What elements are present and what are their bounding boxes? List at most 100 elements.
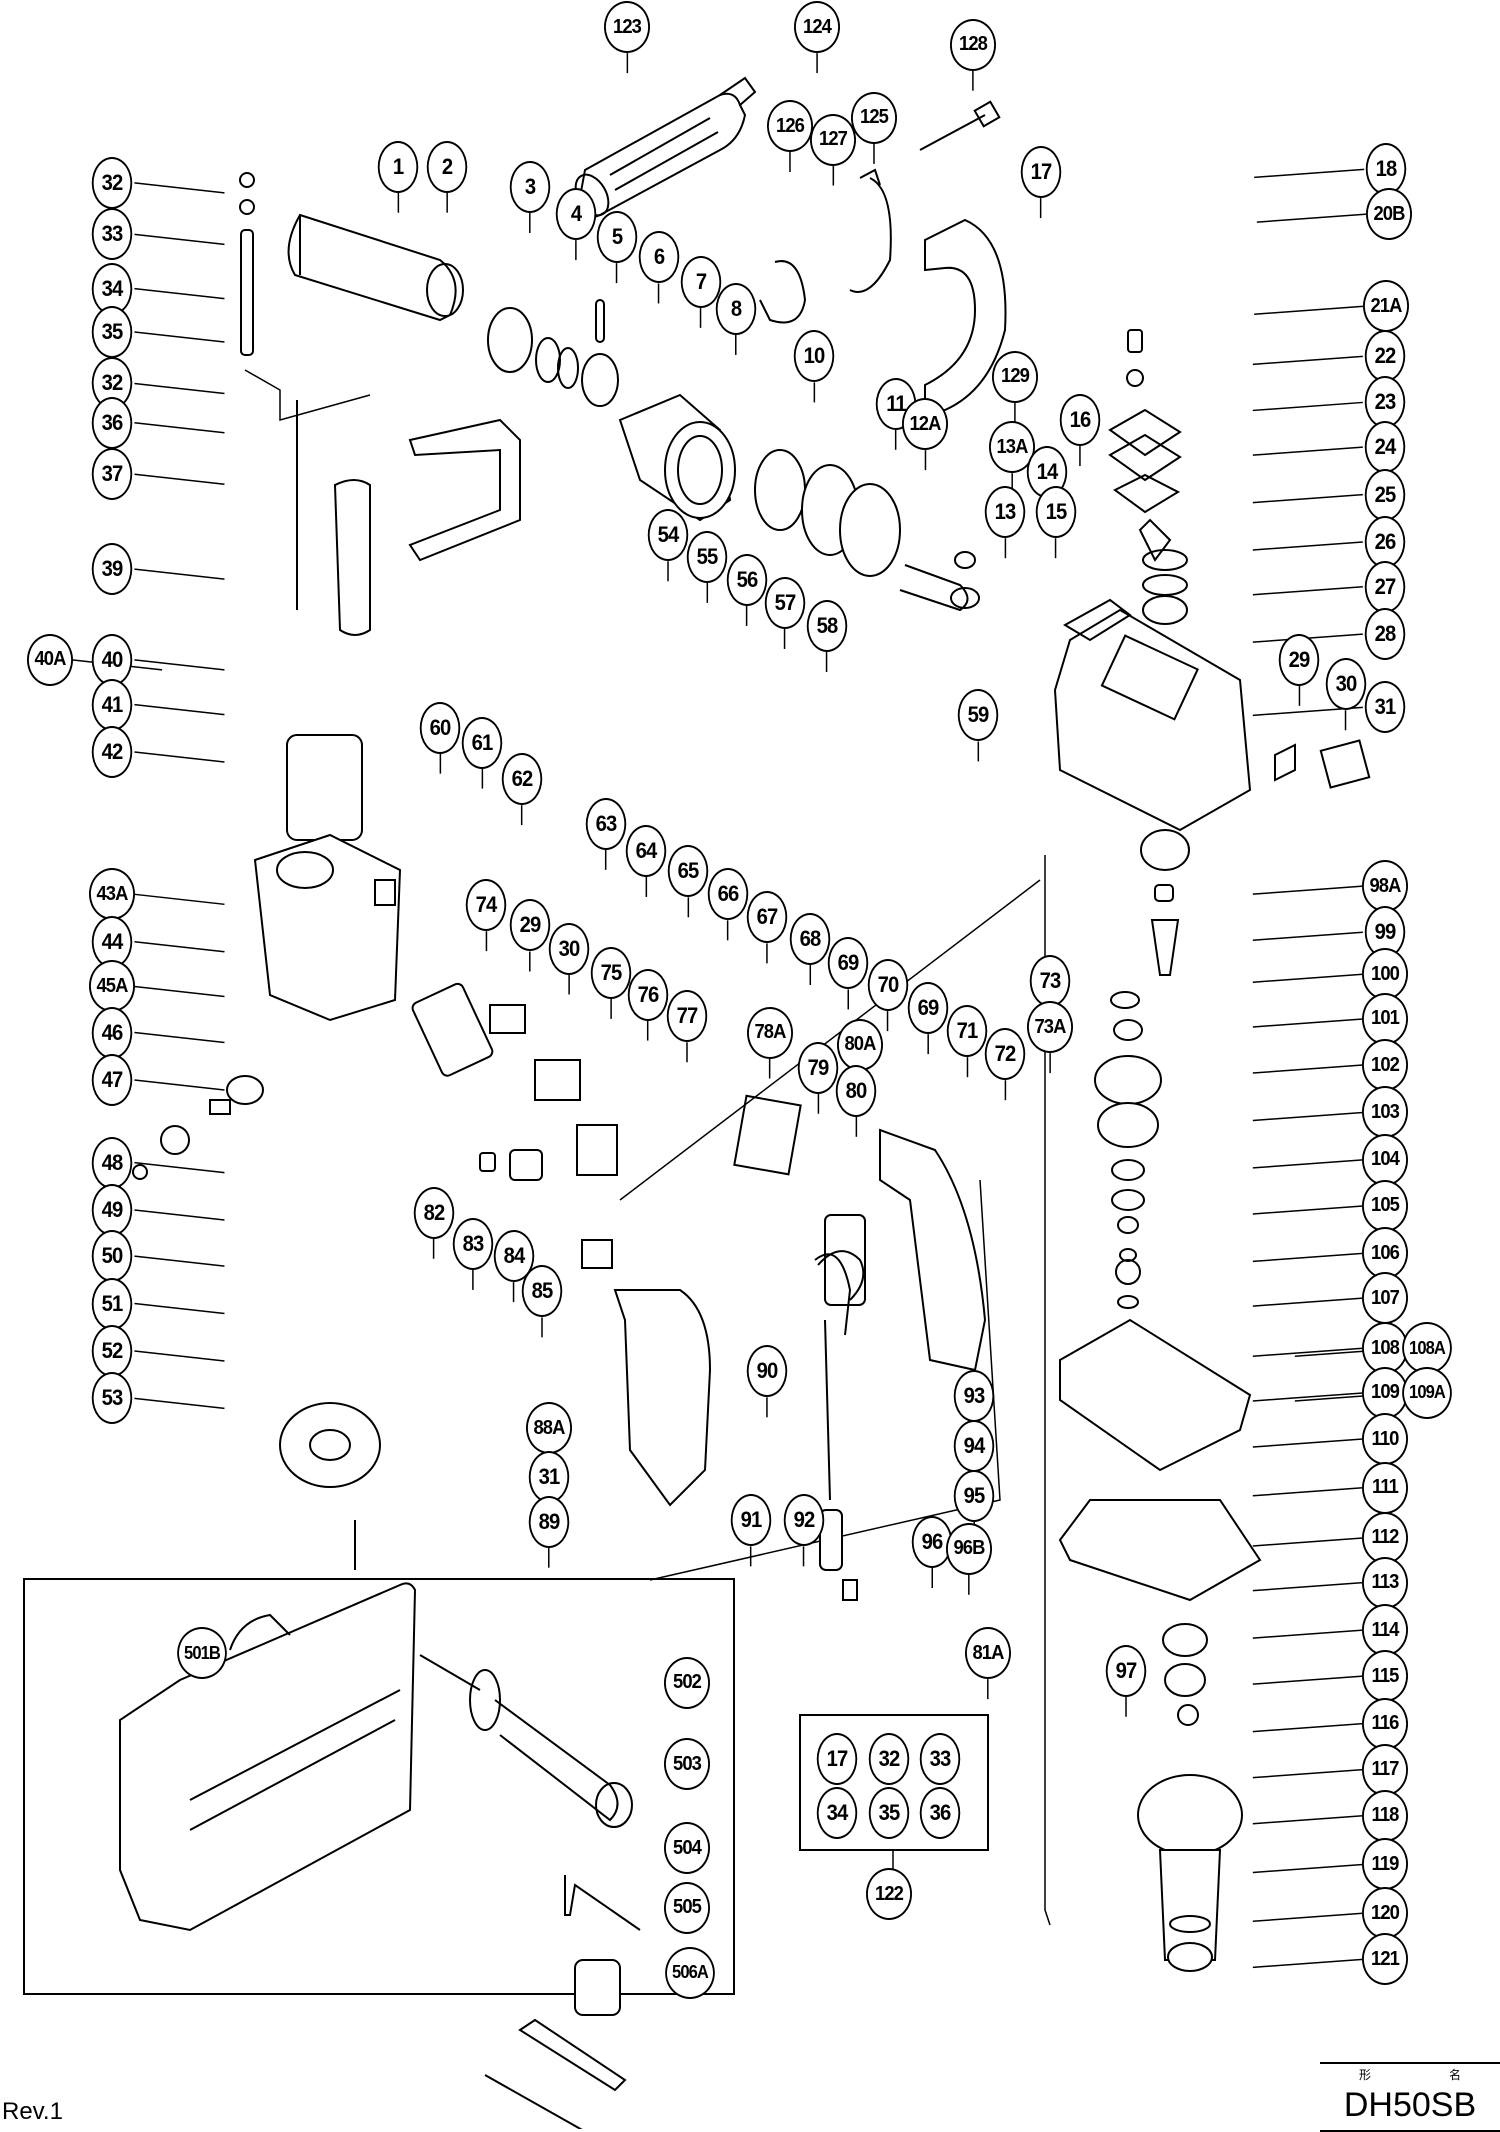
callout-33: 33 (92, 208, 133, 261)
callout-83: 83 (452, 1217, 494, 1270)
leader-line (1252, 1537, 1363, 1547)
callout-113: 113 (1361, 1556, 1408, 1609)
callout-123: 123 (604, 1, 651, 54)
leader-line (1256, 213, 1367, 223)
callout-117: 117 (1361, 1743, 1408, 1796)
cylinder-drawing (287, 213, 464, 322)
leader-line (1252, 1018, 1363, 1028)
leader-line (1252, 1064, 1363, 1074)
rear-handle-drawing (613, 1094, 987, 1507)
leader-line (1252, 885, 1363, 895)
callout-102: 102 (1361, 1039, 1408, 1092)
callout-16: 16 (1059, 394, 1101, 447)
callout-29: 29 (1279, 633, 1320, 686)
leader-line (134, 1209, 225, 1221)
leader-line (134, 893, 225, 906)
callout-109: 109 (1361, 1366, 1408, 1419)
brush-holder-drawing (132, 1075, 264, 1180)
leader-line (1252, 1252, 1363, 1263)
callout-71: 71 (947, 1005, 988, 1058)
leader-line (134, 659, 225, 671)
service-kit-member-17: 17 (817, 1732, 858, 1785)
callout-85: 85 (521, 1265, 563, 1318)
power-cord-drawing (817, 1250, 865, 1601)
callout-126: 126 (766, 100, 813, 153)
callout-28: 28 (1364, 608, 1406, 661)
leader-line (1252, 1438, 1363, 1448)
inner-cover-drawing (1058, 1318, 1262, 1602)
callout-56: 56 (726, 553, 767, 606)
service-kit-member-35: 35 (868, 1787, 910, 1839)
callout-65: 65 (668, 845, 709, 898)
callout-114: 114 (1361, 1604, 1408, 1657)
accessories-frame (23, 1578, 735, 1995)
callout-24: 24 (1364, 421, 1406, 474)
callout-81a: 81A (964, 1627, 1011, 1680)
callout-31: 31 (1364, 681, 1406, 734)
leader-line (1252, 446, 1363, 456)
leader-line (134, 287, 225, 300)
leader-line (1252, 493, 1363, 504)
leader-line (134, 182, 225, 194)
callout-29: 29 (509, 899, 551, 952)
callout-68: 68 (790, 913, 831, 966)
callout-30: 30 (1325, 658, 1366, 711)
callout-92: 92 (783, 1494, 824, 1547)
callout-72: 72 (985, 1028, 1026, 1081)
callout-90: 90 (746, 1345, 788, 1398)
callout-502-side-handle: 502 (663, 1656, 710, 1709)
callout-25: 25 (1364, 468, 1406, 521)
callout-46: 46 (92, 1006, 133, 1059)
callout-115: 115 (1361, 1650, 1408, 1703)
callout-75: 75 (590, 946, 632, 999)
retainer-parts-drawing (487, 299, 619, 407)
left-stack-drawing (239, 172, 521, 636)
rod-drawing (484, 2074, 583, 2129)
leader-line (134, 422, 225, 434)
leader-line (134, 703, 225, 716)
upper-cover-stack-drawing (1108, 329, 1188, 625)
callout-111: 111 (1361, 1461, 1408, 1514)
callout-88a: 88A (525, 1402, 572, 1455)
leader-line (1252, 401, 1363, 412)
armature-drawing (1137, 1623, 1243, 1972)
carrying-case-drawing (119, 1582, 417, 1932)
callout-32: 32 (92, 156, 133, 209)
leader-line (1252, 541, 1363, 551)
callout-73: 73 (1029, 955, 1071, 1008)
callout-103: 103 (1361, 1086, 1408, 1139)
callout-20b: 20B (1365, 188, 1412, 241)
callout-13: 13 (985, 486, 1026, 539)
callout-506a-rod: 506A (664, 1946, 715, 1999)
leader-line (134, 473, 225, 486)
callout-78a: 78A (746, 1006, 793, 1059)
callout-39: 39 (92, 543, 133, 596)
callout-54: 54 (647, 509, 689, 562)
callout-66: 66 (707, 868, 748, 921)
crank-case-drawing (1053, 598, 1252, 832)
service-kit-member-34: 34 (817, 1787, 858, 1839)
leader-line (134, 751, 225, 763)
callout-6: 6 (638, 231, 679, 284)
leader-line (1254, 168, 1365, 179)
callout-40a: 40A (27, 633, 74, 686)
callout-129: 129 (991, 350, 1038, 403)
callout-57: 57 (764, 576, 805, 629)
model-header: 形 名 (1320, 2066, 1500, 2083)
callout-5: 5 (596, 211, 637, 264)
leader-line (134, 1350, 225, 1362)
callout-118: 118 (1361, 1789, 1408, 1842)
switch-assembly-drawing (411, 982, 618, 1269)
callout-96b: 96B (945, 1522, 992, 1575)
leader-line (1252, 355, 1363, 366)
leader-line (1252, 973, 1363, 984)
switch-holder-right-drawing (1274, 739, 1371, 789)
callout-106: 106 (1361, 1227, 1408, 1280)
model-header-left: 形 (1358, 2068, 1371, 2082)
leader-line (1252, 1912, 1363, 1923)
callout-53: 53 (92, 1372, 133, 1425)
callout-21a: 21A (1363, 280, 1410, 333)
leader-line (1252, 1958, 1363, 1969)
callout-44: 44 (92, 915, 133, 968)
